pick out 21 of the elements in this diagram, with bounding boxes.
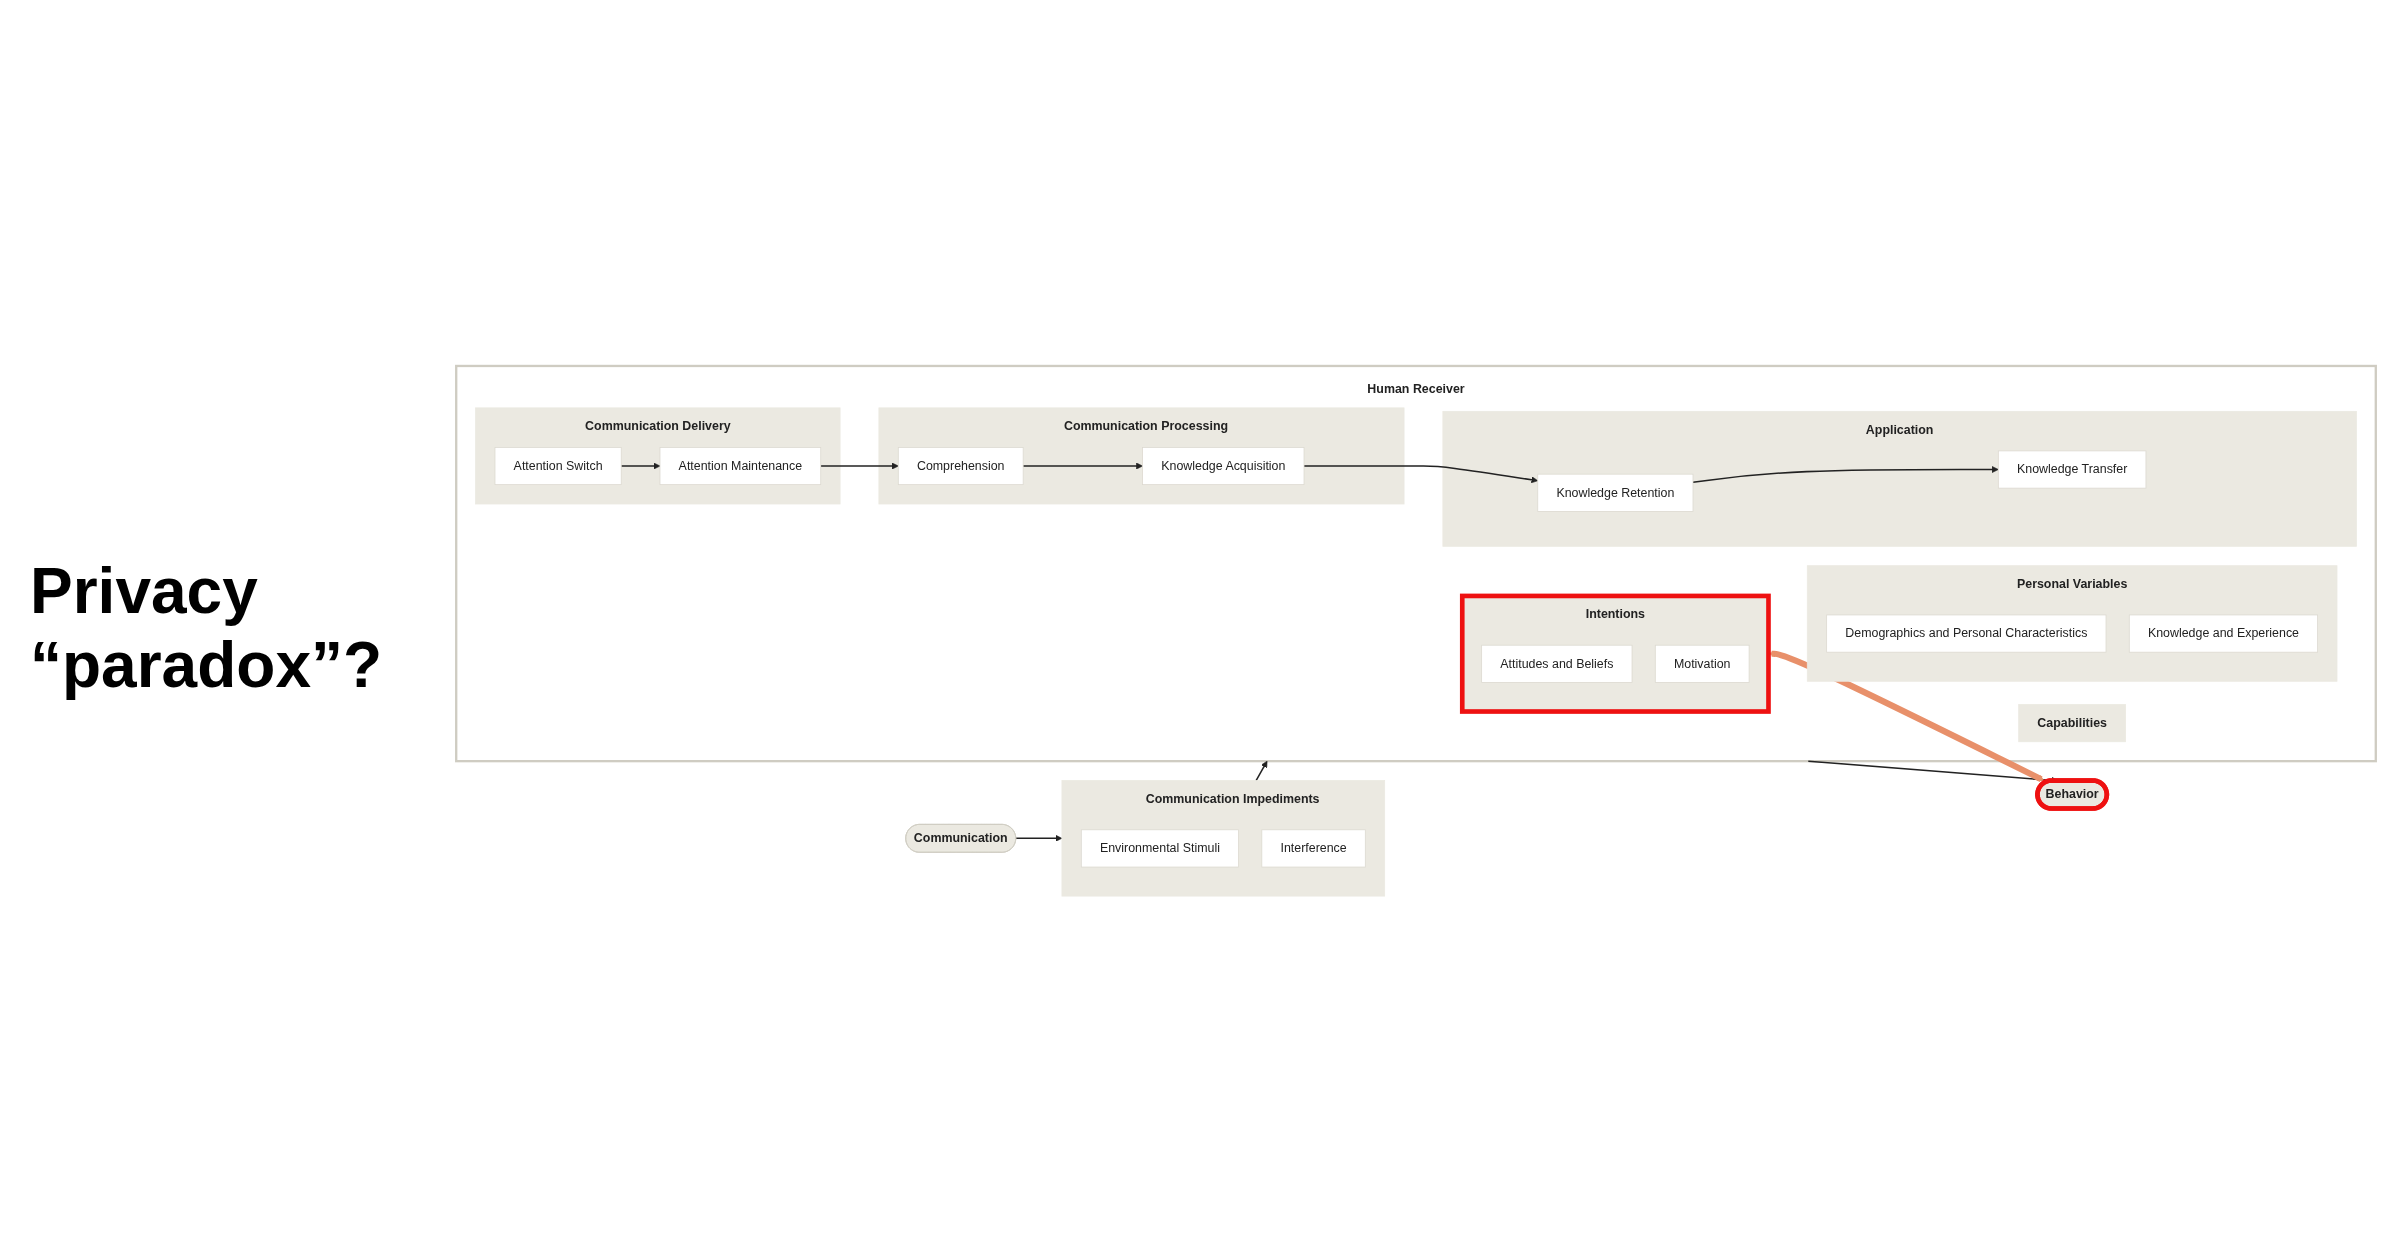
node-box: Knowledge Transfer: [1997, 450, 2147, 489]
note-text: Privacy “paradox”?: [30, 553, 384, 702]
arrow: [620, 462, 661, 470]
arrow: [1692, 466, 1999, 484]
node-box: Demographics and Personal Characteristics: [1826, 614, 2107, 653]
arrow: [819, 462, 899, 470]
node-box: Interference: [1261, 829, 1366, 868]
arrow: [1014, 835, 1063, 843]
node-box: Knowledge and Experience: [2128, 614, 2318, 653]
arrow: [1303, 465, 1539, 484]
node-box: Capabilities: [2018, 704, 2126, 743]
node-box: Attention Switch: [494, 447, 622, 486]
node-box: Motivation: [1654, 645, 1750, 684]
arrow: [1022, 462, 1143, 470]
node-box: Attitudes and Beliefs: [1481, 645, 1633, 684]
node-box: Knowledge Retention: [1537, 474, 1694, 513]
arrow: [1255, 761, 1268, 782]
node-box: Environmental Stimuli: [1080, 829, 1239, 868]
node-box: Knowledge Acquisition: [1142, 447, 1305, 486]
node-box: Attention Maintenance: [659, 447, 822, 486]
node-box: Comprehension: [897, 447, 1024, 486]
